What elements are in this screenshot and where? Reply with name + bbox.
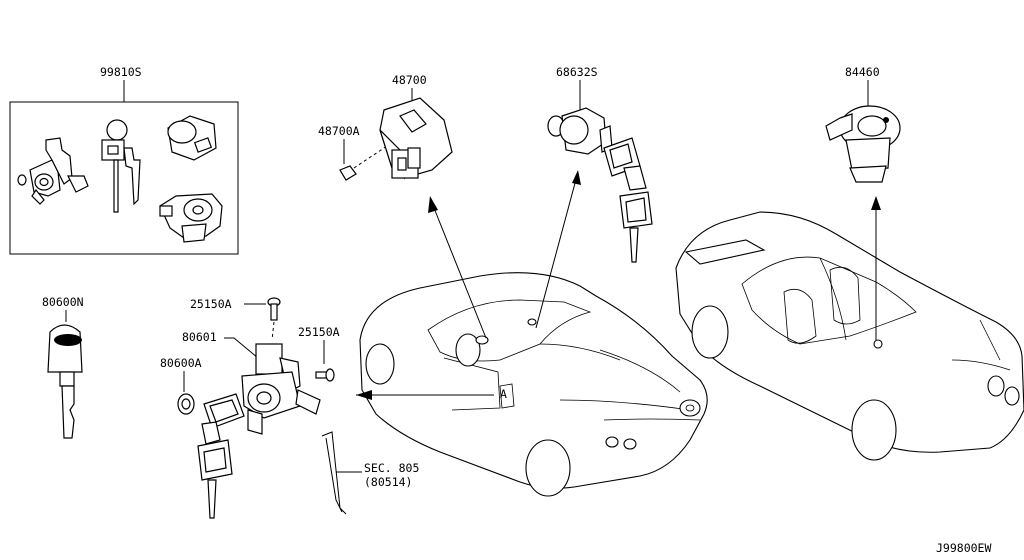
arrow-view-a (356, 390, 494, 400)
washer-80600a (177, 393, 195, 415)
bolt-25150a-side (315, 368, 335, 382)
callout-68632s: 68632S (556, 65, 598, 79)
callout-25150a-side: 25150A (298, 325, 340, 339)
kit-glovebox-cylinder (167, 115, 217, 161)
door-key (197, 421, 233, 519)
trunk-lock-84460 (825, 105, 901, 183)
door-lock-80601 (203, 343, 321, 435)
key-80600n (47, 324, 83, 439)
door-lock-assembly-group: 25150A 80601 25150A 80600A (160, 297, 419, 519)
glovebox-key (619, 165, 653, 263)
part-48700-group: 48700 48700A (318, 73, 453, 181)
bolt-25150a-top (267, 297, 281, 341)
kit-ignition-cylinder (159, 193, 223, 243)
view-a-car-label: A (500, 387, 507, 401)
sec805-sub-label: (80514) (364, 475, 412, 489)
kit-box (9, 101, 239, 255)
callout-80601: 80601 (182, 330, 217, 344)
car-rear-view (675, 211, 1024, 461)
kit-99810s-group: 99810S (9, 65, 239, 255)
glovebox-lock-68632s (547, 107, 641, 177)
part-80600n-group: 80600N (42, 295, 84, 439)
kit-key (101, 119, 141, 213)
part-68632s-group: 68632S (547, 65, 653, 263)
callout-25150a-top: 25150A (190, 297, 232, 311)
callout-80600a: 80600A (160, 356, 202, 370)
door-rod (321, 431, 347, 515)
callout-84460: 84460 (845, 65, 880, 79)
leader-80601 (224, 337, 259, 359)
screw-48700a (339, 143, 391, 181)
arrow-to-84460 (871, 196, 881, 340)
ignition-switch-48700 (379, 97, 453, 180)
kit-door-cylinder (17, 137, 89, 205)
callout-48700: 48700 (392, 73, 427, 87)
arrow-to-48700 (428, 196, 487, 339)
callout-80600n: 80600N (42, 295, 84, 309)
arrow-to-68632s (535, 170, 581, 329)
callout-48700a: 48700A (318, 124, 360, 138)
sec805-label: SEC. 805 (364, 461, 419, 475)
car-front-view: A (359, 272, 708, 497)
diagram-code: J99800EW (936, 541, 991, 555)
callout-99810s: 99810S (100, 65, 142, 79)
part-84460-group: 84460 (825, 65, 901, 183)
